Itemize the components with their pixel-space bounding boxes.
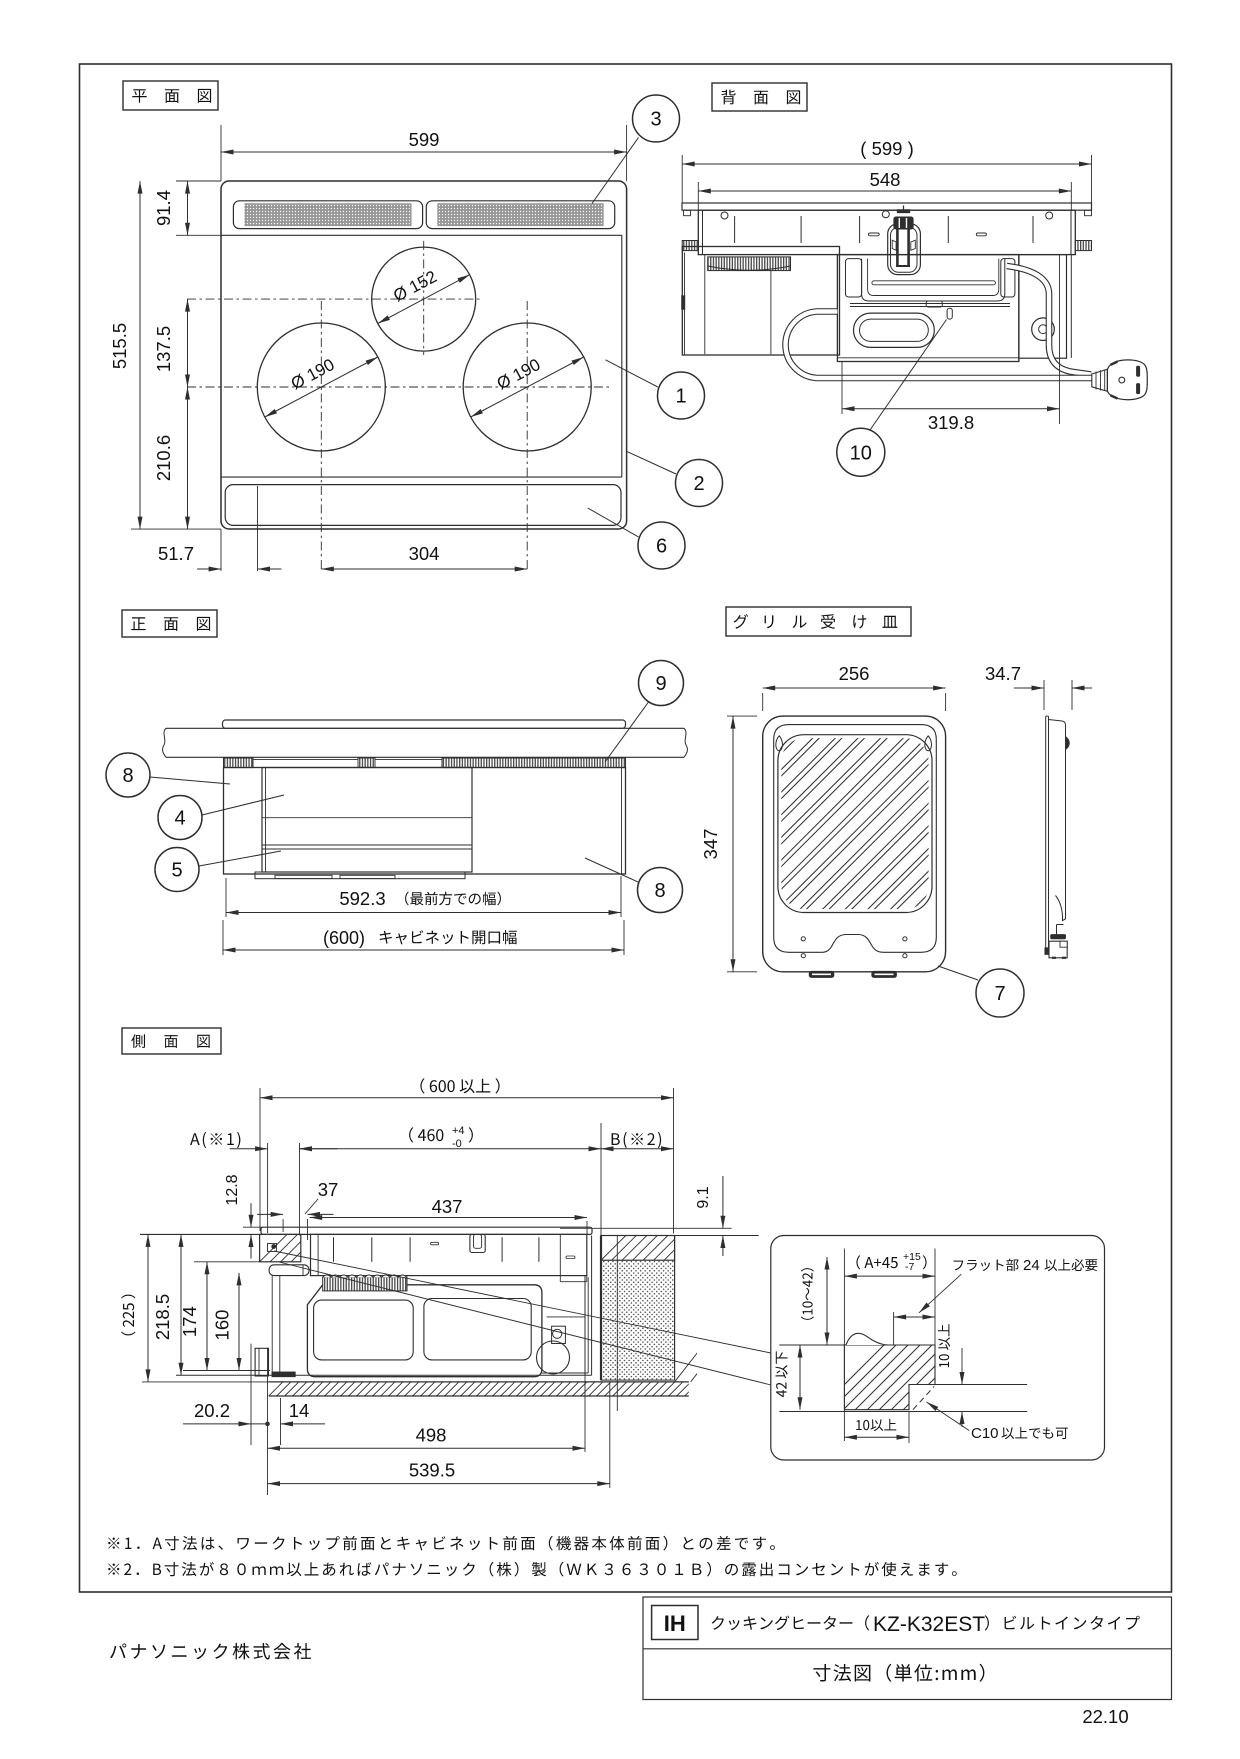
svg-text:1: 1 xyxy=(675,386,686,408)
svg-text:304: 304 xyxy=(409,543,440,564)
svg-text:-7: -7 xyxy=(905,1261,914,1273)
svg-text:14: 14 xyxy=(289,1400,310,1421)
svg-text:8: 8 xyxy=(122,765,133,787)
svg-text:2: 2 xyxy=(693,473,704,495)
svg-text:160: 160 xyxy=(212,1310,233,1341)
svg-text:91.4: 91.4 xyxy=(153,190,174,226)
svg-text:592.3: 592.3 xyxy=(339,888,385,909)
svg-text:174: 174 xyxy=(179,1306,200,1337)
svg-text:347: 347 xyxy=(700,829,721,860)
svg-text:+4: +4 xyxy=(452,1125,465,1137)
svg-text:KZ-K32EST: KZ-K32EST xyxy=(873,1613,985,1636)
svg-text:34.7: 34.7 xyxy=(985,663,1021,684)
svg-text:(600): (600) xyxy=(323,928,365,948)
svg-text:12.8: 12.8 xyxy=(224,1174,241,1205)
svg-text:37: 37 xyxy=(318,1179,339,1200)
svg-text:7: 7 xyxy=(994,983,1005,1005)
svg-text:539.5: 539.5 xyxy=(409,1460,455,1481)
svg-text:+15: +15 xyxy=(903,1251,921,1263)
svg-text:218.5: 218.5 xyxy=(152,1294,173,1340)
svg-text:498: 498 xyxy=(416,1425,447,1446)
svg-text:-0: -0 xyxy=(452,1138,462,1150)
svg-text:22.10: 22.10 xyxy=(1082,1706,1128,1727)
svg-text:IH: IH xyxy=(664,1611,686,1636)
svg-text:437: 437 xyxy=(432,1196,463,1217)
svg-text:51.7: 51.7 xyxy=(158,543,194,564)
svg-text:10: 10 xyxy=(850,442,872,464)
svg-text:256: 256 xyxy=(839,663,870,684)
svg-text:599: 599 xyxy=(409,129,440,150)
svg-text:319.8: 319.8 xyxy=(928,412,974,433)
svg-text:515.5: 515.5 xyxy=(109,323,130,369)
svg-text:3: 3 xyxy=(650,109,661,131)
svg-text:548: 548 xyxy=(870,169,901,190)
svg-text:24: 24 xyxy=(1023,1257,1040,1274)
svg-text:9: 9 xyxy=(655,673,666,695)
svg-text:20.2: 20.2 xyxy=(194,1400,230,1421)
svg-text:8: 8 xyxy=(654,880,665,902)
svg-text:210.6: 210.6 xyxy=(153,435,174,481)
svg-text:5: 5 xyxy=(171,860,182,882)
svg-text:C10: C10 xyxy=(971,1425,999,1442)
svg-text:( 599 ): ( 599 ) xyxy=(860,138,913,159)
svg-text:6: 6 xyxy=(656,536,667,558)
svg-text:137.5: 137.5 xyxy=(153,326,174,372)
svg-text:9.1: 9.1 xyxy=(695,1186,712,1208)
svg-text:4: 4 xyxy=(174,808,185,830)
